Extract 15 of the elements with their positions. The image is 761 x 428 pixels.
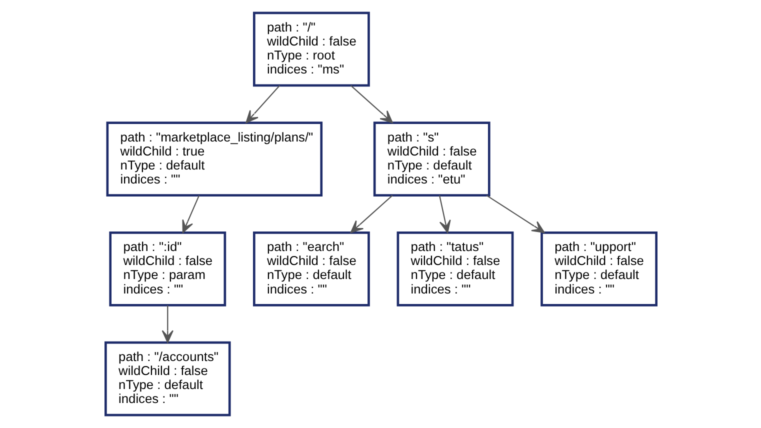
arrow [161,305,173,343]
arrow [182,195,200,234]
node-box: path : "/accounts" wildChild : false nType : default indices : "" [104,341,230,416]
node-box: path : ":id" wildChild : false nType : param indices : "" [108,232,226,306]
arrow [245,85,280,124]
node-box: path : "s" wildChild : false nType : default indices : "etu" [372,122,490,196]
node-box: path : "/" wildChild : false nType : root indices : "ms" [252,12,370,87]
arrow [350,85,392,124]
node-box: path : "marketplace_listing/plans/" wildChild : true nType : default indices : "" [106,122,322,196]
node-box: path : "upport" wildChild : false nType : default indices : "" [540,232,657,306]
arrow [438,195,450,234]
node-box: path : "tatus" wildChild : false nType : default indices : "" [396,232,514,306]
node-box: path : "earch" wildChild : false nType : default indices : "" [252,232,370,306]
arrow [350,195,392,234]
arrow [486,194,544,234]
